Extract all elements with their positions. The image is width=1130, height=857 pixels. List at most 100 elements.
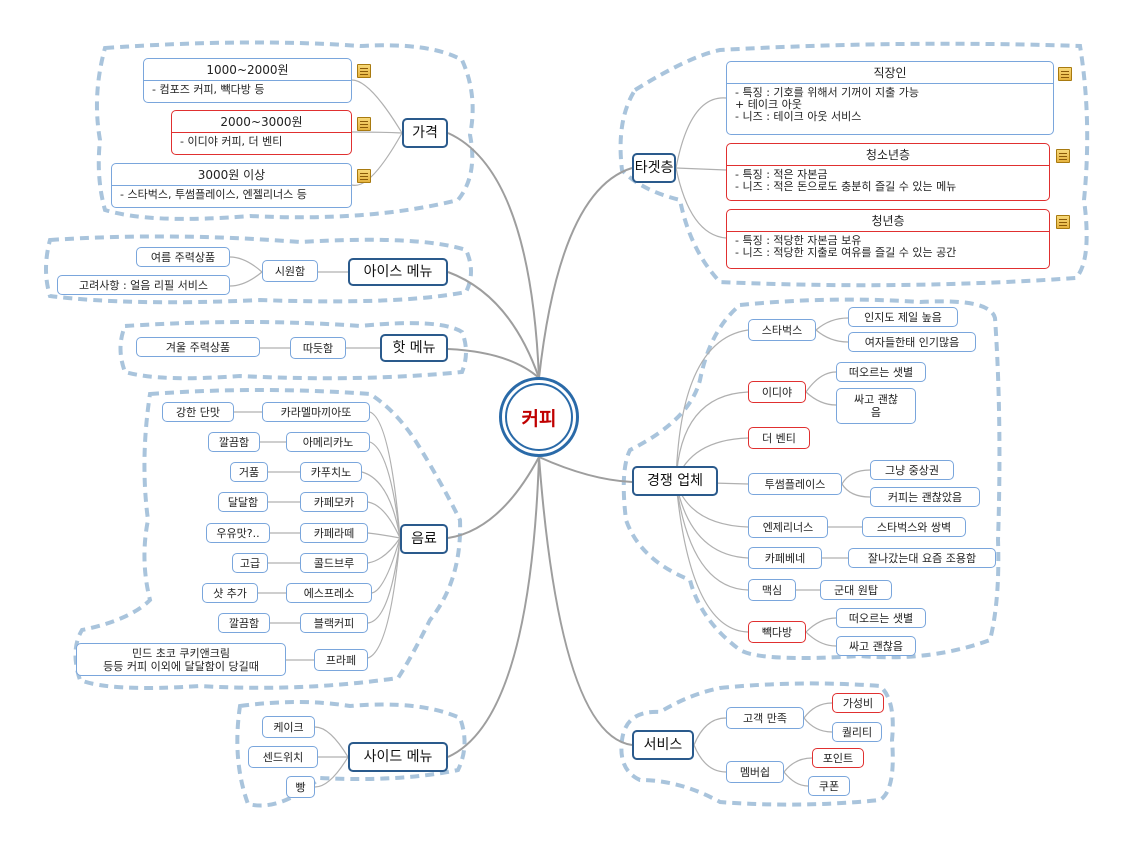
note-icon[interactable] — [1056, 149, 1070, 163]
price-box-title: 3000원 이상 — [112, 164, 351, 186]
drink-note[interactable]: 깔끔함 — [218, 613, 270, 633]
hot-leaf-winter[interactable]: 겨울 주력상품 — [136, 337, 260, 357]
note-icon[interactable] — [1058, 67, 1072, 81]
competitor-item[interactable]: 맥심 — [748, 579, 796, 601]
cloud-price — [94, 40, 475, 221]
target-box-young-adults[interactable]: 청년층 - 특징 : 적당한 자본금 보유 - 니즈 : 적당한 지출로 여유를… — [726, 209, 1050, 269]
competitor-item[interactable]: 더 벤티 — [748, 427, 810, 449]
link-center-hot — [447, 348, 540, 379]
note-icon[interactable] — [357, 64, 371, 78]
link-center-drinks — [447, 456, 540, 539]
competitor-note[interactable]: 여자들한태 인기많음 — [848, 332, 976, 352]
drink-item[interactable]: 프라페 — [314, 649, 368, 671]
note-icon[interactable] — [357, 169, 371, 183]
competitor-note[interactable]: 싸고 괜찮음 — [836, 636, 916, 656]
service-note[interactable]: 포인트 — [812, 748, 864, 768]
drink-item[interactable]: 에스프레소 — [286, 583, 372, 603]
cloud-target — [618, 41, 1090, 288]
cloud-drinks — [73, 388, 463, 690]
branch-service[interactable]: 서비스 — [632, 730, 694, 760]
price-box-3000-plus[interactable]: 3000원 이상 - 스타벅스, 투썸플레이스, 엔젤리너스 등 — [111, 163, 352, 208]
drink-note[interactable]: 우유맛?.. — [206, 523, 270, 543]
link-center-price — [447, 132, 540, 379]
note-icon[interactable] — [1056, 215, 1070, 229]
branch-price[interactable]: 가격 — [402, 118, 448, 148]
price-box-body: - 컴포즈 커피, 빽다방 등 — [152, 83, 265, 96]
competitor-item[interactable]: 빽다방 — [748, 621, 806, 643]
drink-note[interactable]: 거품 — [230, 462, 268, 482]
service-item[interactable]: 고객 만족 — [726, 707, 804, 729]
link-center-competitors — [538, 456, 633, 483]
competitor-note[interactable]: 커피는 괜찮았음 — [870, 487, 980, 507]
link-center-ice — [447, 271, 540, 379]
drink-note[interactable]: 강한 단맛 — [162, 402, 234, 422]
link-center-target — [538, 167, 633, 379]
target-box-title: 청소년층 — [727, 144, 1049, 166]
drink-item[interactable]: 블랙커피 — [300, 613, 368, 633]
competitor-item[interactable]: 카페베네 — [748, 547, 822, 569]
branch-hot-menu[interactable]: 핫 메뉴 — [380, 334, 448, 362]
target-box-body: - 특징 : 적당한 자본금 보유 - 니즈 : 적당한 지출로 여유를 즐길 … — [735, 234, 957, 259]
drink-item[interactable]: 카라멜마끼아또 — [262, 402, 370, 422]
link-center-side — [447, 456, 540, 758]
drink-item[interactable]: 카페라떼 — [300, 523, 368, 543]
competitor-item[interactable]: 투썸플레이스 — [748, 473, 842, 495]
target-box-workers[interactable]: 직장인 - 특징 : 기호를 위해서 기꺼이 지출 가능 + 테이크 아웃 - … — [726, 61, 1054, 135]
service-item[interactable]: 멤버쉽 — [726, 761, 784, 783]
central-topic[interactable]: 커피 — [499, 377, 579, 457]
target-box-body: - 특징 : 기호를 위해서 기꺼이 지출 가능 + 테이크 아웃 - 니즈 :… — [735, 86, 919, 123]
target-box-body: - 특징 : 적은 자본금 - 니즈 : 적은 돈으로도 충분히 즐길 수 있는… — [735, 168, 957, 193]
price-box-1000-2000[interactable]: 1000~2000원 - 컴포즈 커피, 빽다방 등 — [143, 58, 352, 103]
cloud-competitors — [621, 297, 1002, 660]
side-item-sandwich[interactable]: 센드위치 — [248, 746, 318, 768]
branch-target[interactable]: 타겟층 — [632, 153, 676, 183]
competitor-note[interactable]: 잘나갔는대 요즘 조용함 — [848, 548, 996, 568]
link-center-service — [538, 456, 633, 746]
drink-note[interactable]: 고급 — [232, 553, 268, 573]
branch-drinks[interactable]: 음료 — [400, 524, 448, 554]
price-box-body: - 이디야 커피, 더 벤티 — [180, 135, 283, 148]
drink-item[interactable]: 카페모카 — [300, 492, 368, 512]
competitor-item[interactable]: 스타벅스 — [748, 319, 816, 341]
competitor-note[interactable]: 싸고 괜찮 음 — [836, 388, 916, 424]
competitor-note[interactable]: 그냥 중상권 — [870, 460, 954, 480]
branch-ice-menu[interactable]: 아이스 메뉴 — [348, 258, 448, 286]
drink-note[interactable]: 샷 추가 — [202, 583, 258, 603]
service-note[interactable]: 퀄리티 — [832, 722, 882, 742]
hot-sub-warm[interactable]: 따듯함 — [290, 337, 346, 359]
target-box-title: 직장인 — [727, 62, 1053, 84]
drink-note[interactable]: 달달함 — [218, 492, 268, 512]
competitor-note[interactable]: 인지도 제일 높음 — [848, 307, 958, 327]
branch-side-menu[interactable]: 사이드 메뉴 — [348, 742, 448, 772]
competitor-note[interactable]: 떠오르는 샛별 — [836, 362, 926, 382]
service-note[interactable]: 가성비 — [832, 693, 884, 713]
note-icon[interactable] — [357, 117, 371, 131]
side-item-bread[interactable]: 빵 — [286, 776, 315, 798]
competitor-item[interactable]: 이디야 — [748, 381, 806, 403]
cloud-side — [235, 700, 467, 808]
target-box-teens[interactable]: 청소년층 - 특징 : 적은 자본금 - 니즈 : 적은 돈으로도 충분히 즐길… — [726, 143, 1050, 201]
competitor-note[interactable]: 군대 원탑 — [820, 580, 892, 600]
service-note[interactable]: 쿠폰 — [808, 776, 850, 796]
drink-item[interactable]: 카푸치노 — [300, 462, 362, 482]
drink-item[interactable]: 콜드브루 — [300, 553, 368, 573]
branch-competitors[interactable]: 경쟁 업체 — [632, 466, 718, 496]
drink-note[interactable]: 민드 초코 쿠키앤크림 등등 커피 이외에 달달함이 당길때 — [76, 643, 286, 676]
ice-leaf-refill[interactable]: 고려사항 : 얼음 리필 서비스 — [57, 275, 230, 295]
ice-sub-cool[interactable]: 시원함 — [262, 260, 318, 282]
drink-note[interactable]: 깔끔함 — [208, 432, 260, 452]
price-box-title: 2000~3000원 — [172, 111, 351, 133]
competitor-note[interactable]: 스타벅스와 쌍벽 — [862, 517, 966, 537]
drink-item[interactable]: 아메리카노 — [286, 432, 370, 452]
target-box-title: 청년층 — [727, 210, 1049, 232]
competitor-note[interactable]: 떠오르는 샛별 — [836, 608, 926, 628]
price-box-title: 1000~2000원 — [144, 59, 351, 81]
price-box-2000-3000[interactable]: 2000~3000원 - 이디야 커피, 더 벤티 — [171, 110, 352, 155]
ice-leaf-summer[interactable]: 여름 주력상품 — [136, 247, 230, 267]
competitor-item[interactable]: 엔제리너스 — [748, 516, 828, 538]
price-box-body: - 스타벅스, 투썸플레이스, 엔젤리너스 등 — [120, 188, 307, 201]
central-topic-label: 커피 — [521, 407, 557, 430]
side-item-cake[interactable]: 케이크 — [262, 716, 315, 738]
